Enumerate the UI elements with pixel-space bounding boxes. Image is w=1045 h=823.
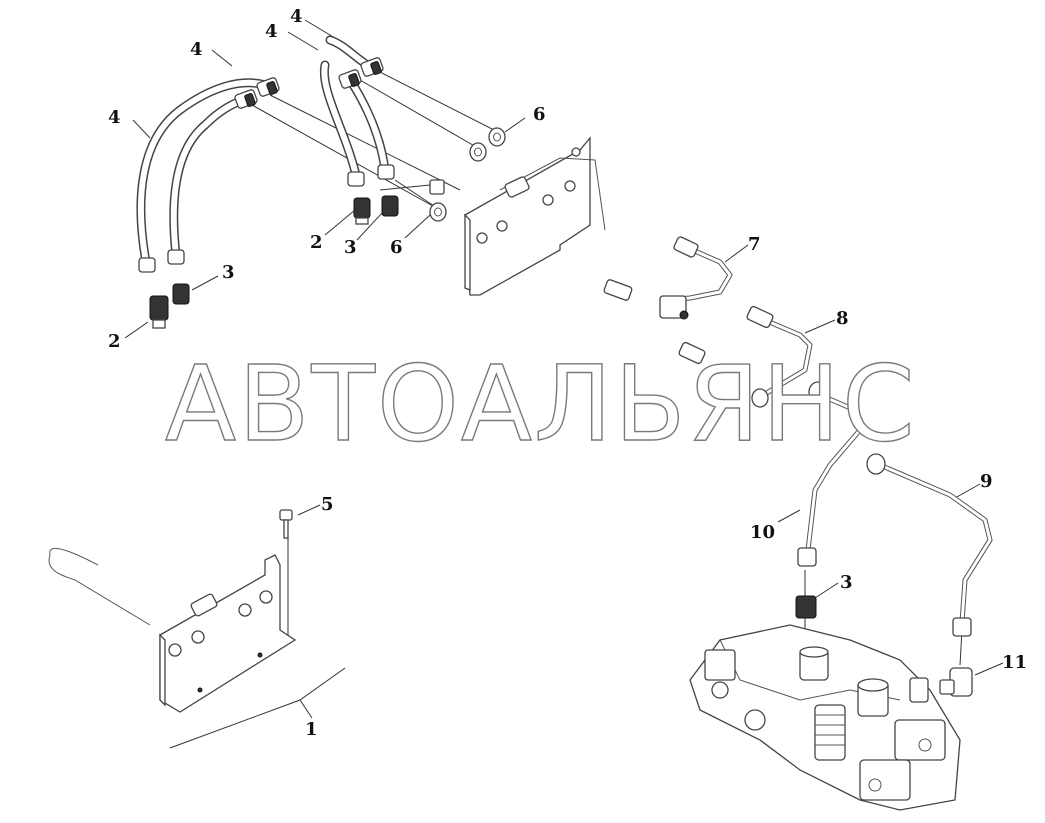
control-valve-block	[689, 624, 961, 811]
elbow-11	[939, 667, 973, 697]
callout-5: 5	[321, 494, 334, 515]
tube-7	[603, 236, 733, 320]
watermark-text: АВТОАЛЬЯНС	[165, 343, 917, 465]
adapters-2-3	[149, 195, 399, 329]
tube-8	[678, 305, 813, 408]
callout-8: 8	[836, 308, 849, 329]
hose-4-mid-left	[319, 60, 361, 180]
hose-fittings	[138, 57, 395, 273]
support-bracket-1	[48, 509, 297, 713]
hose-4-left-outer	[136, 78, 270, 267]
mounting-plate	[464, 136, 606, 296]
callout-2-left: 2	[108, 331, 121, 352]
callout-3-left: 3	[222, 262, 235, 283]
callout-10: 10	[750, 522, 775, 543]
callout-6-lower: 6	[390, 237, 403, 258]
adapter-3-lower	[795, 595, 817, 619]
callout-3-mid: 3	[344, 237, 357, 258]
callout-3-lower: 3	[840, 572, 853, 593]
washers-6	[429, 127, 506, 222]
callout-6-upper: 6	[533, 104, 546, 125]
hose-4-left-inner	[169, 95, 250, 260]
callout-2-mid: 2	[310, 232, 323, 253]
callout-4-left: 4	[108, 107, 121, 128]
callout-4-arc: 4	[190, 39, 203, 60]
callout-labels: 4 4 4 4 6 2 3 6 7 3 2 8 9 10 5 3 11 1	[108, 6, 1027, 740]
tube-10	[797, 381, 863, 567]
callout-11: 11	[1002, 652, 1027, 673]
tube-9	[866, 453, 993, 637]
callout-1: 1	[305, 719, 318, 740]
callout-4-mid: 4	[265, 21, 278, 42]
callout-9: 9	[980, 471, 993, 492]
callout-7: 7	[748, 234, 761, 255]
callout-4-top: 4	[290, 6, 303, 27]
